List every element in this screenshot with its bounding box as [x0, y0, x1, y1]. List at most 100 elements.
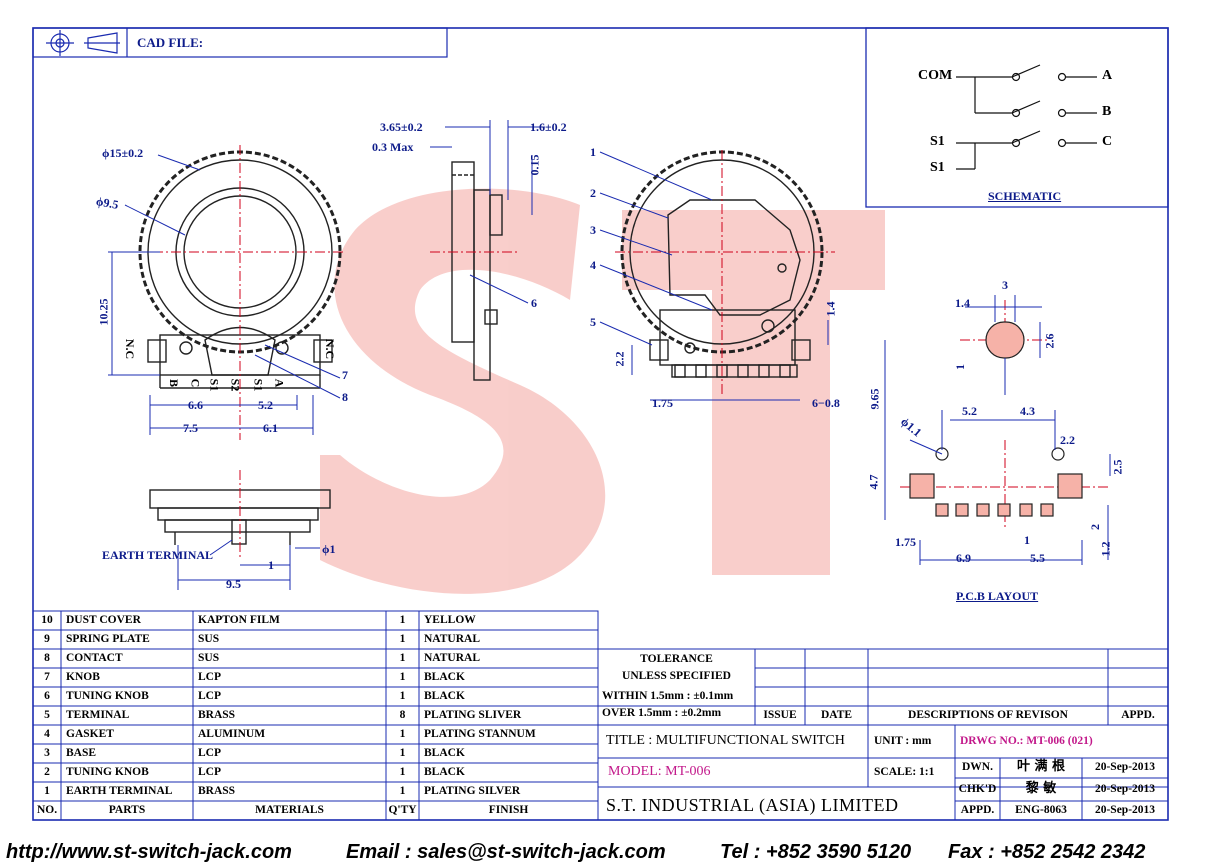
dim-phi-1: ϕ1 [322, 542, 336, 556]
bom-part: KNOB [66, 671, 100, 683]
bom-qty: 1 [399, 728, 406, 740]
bom-header-materials: MATERIALS [255, 804, 324, 816]
bom-material: KAPTON FILM [198, 614, 280, 626]
bom-no: 8 [44, 652, 50, 664]
bom-finish: BLACK [424, 690, 465, 702]
appd-label: APPD. [960, 804, 995, 816]
bom-finish: BLACK [424, 766, 465, 778]
bom-part: GASKET [66, 728, 114, 740]
bom-qty: 1 [399, 633, 406, 645]
bom-finish: BLACK [424, 747, 465, 759]
callout-4: 4 [590, 258, 596, 272]
bom-part: CONTACT [66, 652, 123, 664]
dim-1-4-back: 1.4 [823, 301, 838, 317]
pin-label-s1-left: S1 [207, 378, 222, 392]
schematic-com: COM [918, 68, 953, 83]
scale-label: SCALE: 1:1 [874, 766, 935, 778]
cad-header-box [32, 27, 448, 58]
bom-finish: YELLOW [424, 614, 476, 626]
bom-finish: PLATING SILVER [424, 785, 521, 797]
chkd-date: 20-Sep-2013 [1094, 783, 1156, 795]
dim-1-6: 1.6±0.2 [530, 120, 567, 134]
back-view [599, 150, 835, 401]
bom-part: BASE [66, 747, 97, 759]
tolerance-over: OVER 1.5mm : ±0.2mm [602, 707, 722, 719]
drawing-title: TITLE : MULTIFUNCTIONAL SWITCH [606, 733, 845, 748]
bom-material: LCP [198, 690, 221, 702]
contact-footer: http://www.st-switch-jack.com Email : sa… [0, 836, 1232, 868]
callout-2: 2 [590, 186, 596, 200]
bom-material: SUS [198, 633, 220, 645]
bom-qty: 8 [399, 709, 406, 721]
dim-6-0-8: 6−0.8 [812, 396, 840, 410]
company-name: S.T. INDUSTRIAL (ASIA) LIMITED [606, 795, 899, 815]
schematic-s1-bottom: S1 [930, 160, 945, 175]
bom-qty: 1 [399, 671, 406, 683]
callout-5: 5 [590, 315, 596, 329]
bom-no: 9 [44, 633, 50, 645]
bom-qty: 1 [399, 652, 406, 664]
dwn-name: 叶 满 根 [1016, 759, 1066, 774]
schematic-b: B [1102, 104, 1112, 119]
earth-terminal-label: EARTH TERMINAL [102, 548, 214, 562]
pcb-dim-3: 3 [1002, 278, 1008, 292]
dim-2-2-back: 2.2 [612, 351, 627, 367]
bom-material: LCP [198, 747, 221, 759]
pin-label-c: C [188, 378, 203, 388]
descriptions-header: DESCRIPTIONS OF REVISON [908, 709, 1068, 721]
pin-label-a: A [272, 378, 287, 388]
pcb-dim-5-2: 5.2 [962, 404, 977, 418]
telephone-text: Tel : +852 3590 5120 [720, 841, 912, 863]
drawing-number: DRWG NO.: MT-006 (021) [960, 735, 1093, 747]
dim-0-3-max: 0.3 Max [372, 140, 414, 154]
cad-file-label: CAD FILE: [137, 35, 204, 50]
chkd-name: 黎 敏 [1025, 781, 1057, 796]
pcb-dim-4-7: 4.7 [866, 474, 881, 490]
bom-finish: PLATING SLIVER [424, 709, 522, 721]
schematic-a: A [1102, 68, 1113, 83]
dim-6-6: 6.6 [188, 398, 203, 412]
unless-specified-label: UNLESS SPECIFIED [622, 670, 731, 682]
bom-finish: BLACK [424, 671, 465, 683]
bom-part: TUNING KNOB [66, 766, 149, 778]
bom-qty: 1 [399, 785, 406, 797]
pcb-dim-4-3: 4.3 [1020, 404, 1035, 418]
bom-material: BRASS [198, 709, 236, 721]
bom-no: 3 [44, 747, 50, 759]
appd-name: ENG-8063 [1015, 804, 1067, 816]
bom-finish: PLATING STANNUM [424, 728, 536, 740]
appd-header: APPD. [1121, 709, 1155, 721]
pcb-dim-6-9: 6.9 [956, 551, 971, 565]
pcb-dim-2-6: 2.6 [1042, 333, 1057, 349]
dwn-label: DWN. [962, 761, 993, 773]
dim-3-65: 3.65±0.2 [380, 120, 423, 134]
pcb-dim-1-4: 1.4 [955, 296, 970, 310]
bom-material: ALUMINUM [198, 728, 266, 740]
dim-5-2: 5.2 [258, 398, 273, 412]
pcb-layout [884, 295, 1111, 565]
bom-header-finish: FINISH [488, 804, 529, 816]
website-link[interactable]: http://www.st-switch-jack.com [6, 841, 292, 863]
email-link[interactable]: Email : sales@st-switch-jack.com [346, 841, 666, 863]
schematic-c: C [1102, 134, 1113, 149]
side-view [430, 120, 545, 381]
bom-header-no: NO. [36, 804, 58, 816]
schematic-s1-top: S1 [930, 134, 945, 149]
bom-part: TERMINAL [66, 709, 130, 721]
bom-finish: NATURAL [424, 652, 481, 664]
bom-no: 1 [44, 785, 50, 797]
pcb-dim-1: 1 [953, 364, 967, 370]
tolerance-within: WITHIN 1.5mm : ±0.1mm [602, 690, 734, 702]
appd-date: 20-Sep-2013 [1094, 804, 1156, 816]
pcb-dim-2-2: 2.2 [1060, 433, 1075, 447]
bom-part: TUNING KNOB [66, 690, 149, 702]
st-watermark [320, 188, 885, 594]
dim-1-75-back: 1.75 [652, 396, 673, 410]
dim-1-bottom: 1 [268, 558, 274, 572]
callout-1: 1 [590, 145, 596, 159]
pcb-dim-5-5: 5.5 [1030, 551, 1045, 565]
schematic-box [865, 27, 1169, 208]
bom-qty: 1 [399, 766, 406, 778]
pcb-dim-1-2: 1.2 [1098, 541, 1113, 557]
